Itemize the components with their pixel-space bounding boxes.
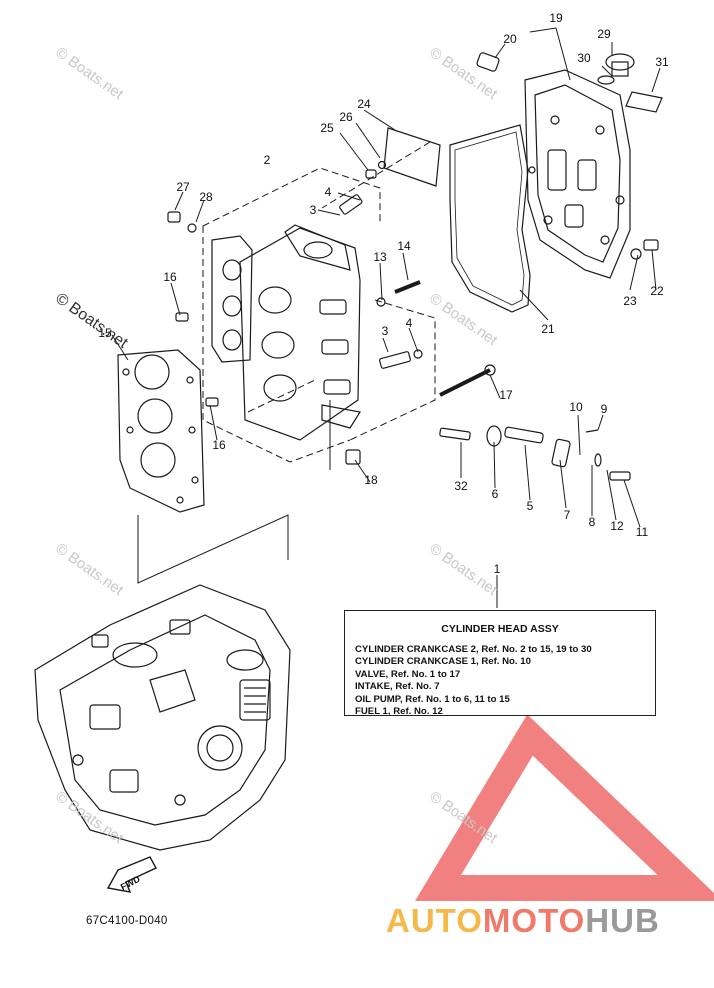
- callout-13: 13: [373, 250, 387, 264]
- callout-10: 10: [569, 400, 583, 414]
- callout-2: 2: [263, 153, 271, 167]
- callout-1: 1: [493, 562, 501, 576]
- callout-4a: 4: [324, 185, 332, 199]
- callout-28: 28: [199, 190, 213, 204]
- callout-26: 26: [339, 110, 353, 124]
- cover-gasket: [449, 124, 531, 313]
- callout-5: 5: [526, 499, 534, 513]
- diagram-code: 67C4100-D040: [86, 915, 168, 927]
- callout-3b: 3: [381, 324, 389, 338]
- small-parts-right: [345, 425, 631, 481]
- callout-30: 30: [577, 51, 591, 65]
- brand-part-hub: HUB: [585, 902, 660, 939]
- callout-19: 19: [549, 11, 563, 25]
- callout-21: 21: [541, 322, 555, 336]
- automotohub-logo: [415, 714, 714, 901]
- callout-32: 32: [454, 479, 468, 493]
- info-box-title: CYLINDER HEAD ASSY: [441, 623, 559, 635]
- callout-6: 6: [491, 487, 499, 501]
- callout-3a: 3: [309, 203, 317, 217]
- info-line: VALVE, Ref. No. 1 to 17: [355, 668, 461, 680]
- callout-25: 25: [320, 121, 334, 135]
- info-line: CYLINDER CRANKCASE 2, Ref. No. 2 to 15, …: [355, 644, 592, 655]
- brand-wordmark: AUTOMOTOHUB: [386, 902, 660, 940]
- dashed-assembly-outline: [202, 141, 436, 463]
- callout-17: 17: [499, 388, 513, 402]
- callout-4b: 4: [405, 316, 413, 330]
- callout-12: 12: [610, 519, 624, 533]
- callout-16b: 16: [212, 438, 226, 452]
- callout-14: 14: [397, 239, 411, 253]
- callout-23: 23: [623, 294, 637, 308]
- crankcase-block: [34, 584, 291, 851]
- callout-18: 18: [364, 473, 378, 487]
- callout-24: 24: [357, 97, 371, 111]
- callout-29: 29: [597, 27, 611, 41]
- small-parts-top: [167, 52, 663, 407]
- cylinder-head-cover: [524, 69, 631, 279]
- brand-part-moto: MOTO: [482, 902, 586, 939]
- info-line: INTAKE, Ref. No. 7: [355, 681, 440, 693]
- assembly-info-box: CYLINDER HEAD ASSY CYLINDER CRANKCASE 2,…: [344, 610, 656, 718]
- callout-16a: 16: [163, 270, 177, 284]
- callout-7: 7: [563, 508, 571, 522]
- leader-lines: [111, 27, 661, 608]
- info-line: OIL PUMP, Ref. No. 1 to 6, 11 to 15: [355, 693, 510, 705]
- callout-31: 31: [655, 55, 669, 69]
- head-gasket: [117, 349, 205, 513]
- callout-8: 8: [588, 515, 596, 529]
- info-line: FUEL 1, Ref. No. 12: [355, 706, 443, 718]
- callout-20: 20: [503, 32, 517, 46]
- fwd-arrow: [106, 856, 157, 893]
- callout-15: 15: [98, 326, 112, 340]
- info-line: CYLINDER CRANKCASE 1, Ref. No. 10: [355, 656, 531, 668]
- callout-22: 22: [650, 284, 664, 298]
- callout-9: 9: [600, 402, 608, 416]
- info-box-lines: CYLINDER CRANKCASE 2, Ref. No. 2 to 15, …: [355, 644, 592, 718]
- cylinder-head: [211, 224, 361, 441]
- brand-part-auto: AUTO: [386, 902, 483, 939]
- callout-11: 11: [635, 525, 649, 539]
- callout-27: 27: [176, 180, 190, 194]
